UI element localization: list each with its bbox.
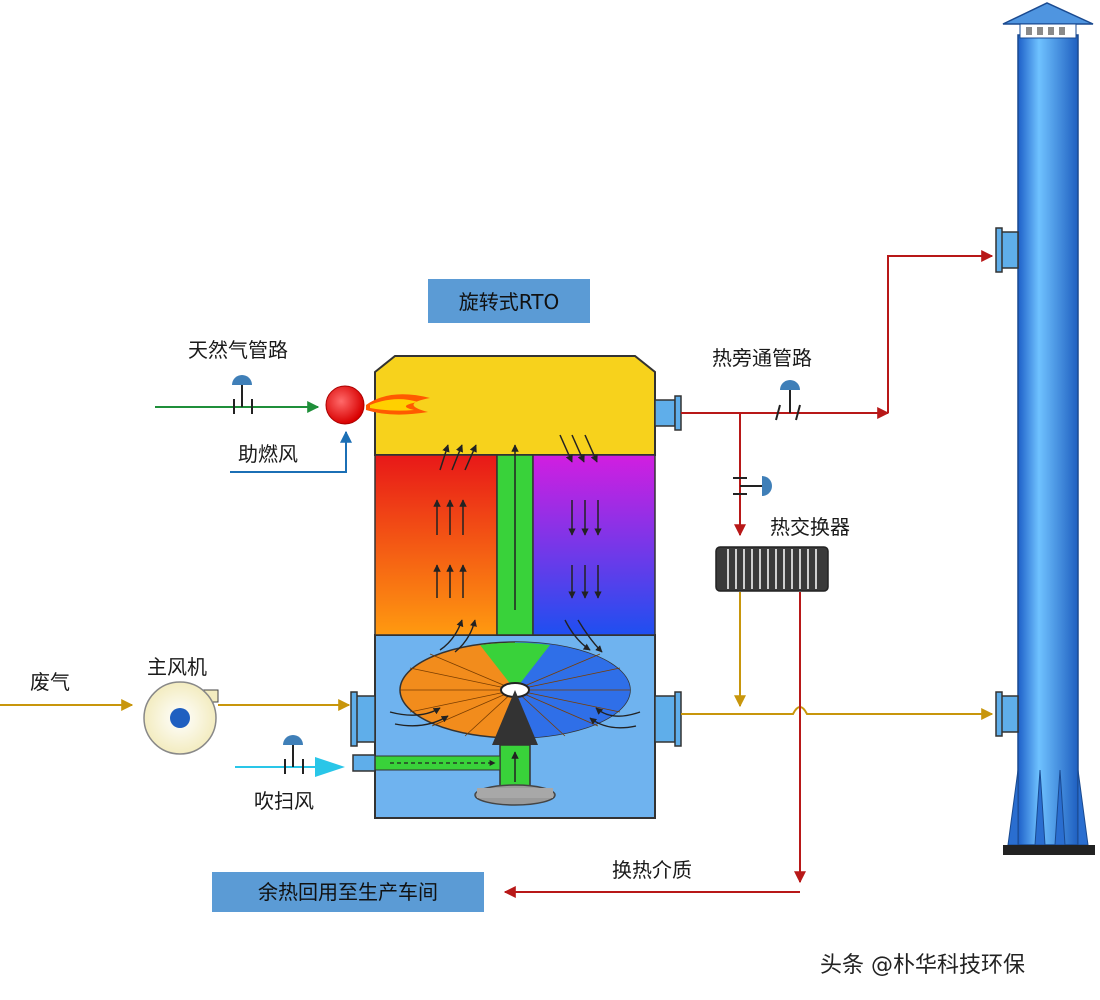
burner (325, 385, 365, 425)
exchanger-valve-icon (733, 476, 772, 496)
exhaust-stack (995, 2, 1095, 855)
valve-icon (232, 375, 253, 414)
diagram-title: 旋转式RTO (459, 290, 559, 314)
flow-arrows-up (433, 444, 477, 598)
heat-recovery-box (212, 872, 484, 912)
exhaust-line (681, 706, 994, 720)
flame-icon (366, 394, 430, 415)
label-waste-gas: 废气 (30, 670, 70, 694)
flow-arrows-down (559, 434, 602, 599)
label-heat-exchanger: 热交换器 (770, 515, 850, 539)
label-heat-medium: 换热介质 (612, 858, 692, 882)
vessel-nozzles (350, 395, 682, 772)
hot-bypass-line (887, 250, 994, 413)
label-purge-air: 吹扫风 (254, 789, 314, 813)
combustion-air-line (230, 430, 352, 473)
bypass-valve-icon (775, 380, 801, 421)
label-hot-bypass: 热旁通管路 (712, 346, 812, 370)
purge-arrow (315, 757, 345, 777)
label-natural-gas: 天然气管路 (188, 338, 288, 362)
label-heat-recovery: 余热回用至生产车间 (258, 880, 438, 904)
main-fan-icon (143, 681, 219, 755)
purge-valve-icon (283, 735, 304, 774)
label-combustion-air: 助燃风 (238, 442, 298, 466)
heat-exchanger-icon (715, 546, 829, 592)
title-box (428, 279, 590, 323)
watermark: 头条 @朴华科技环保 (820, 953, 1025, 978)
inlet-swirl-arrows (389, 619, 641, 729)
label-main-fan: 主风机 (147, 655, 207, 679)
